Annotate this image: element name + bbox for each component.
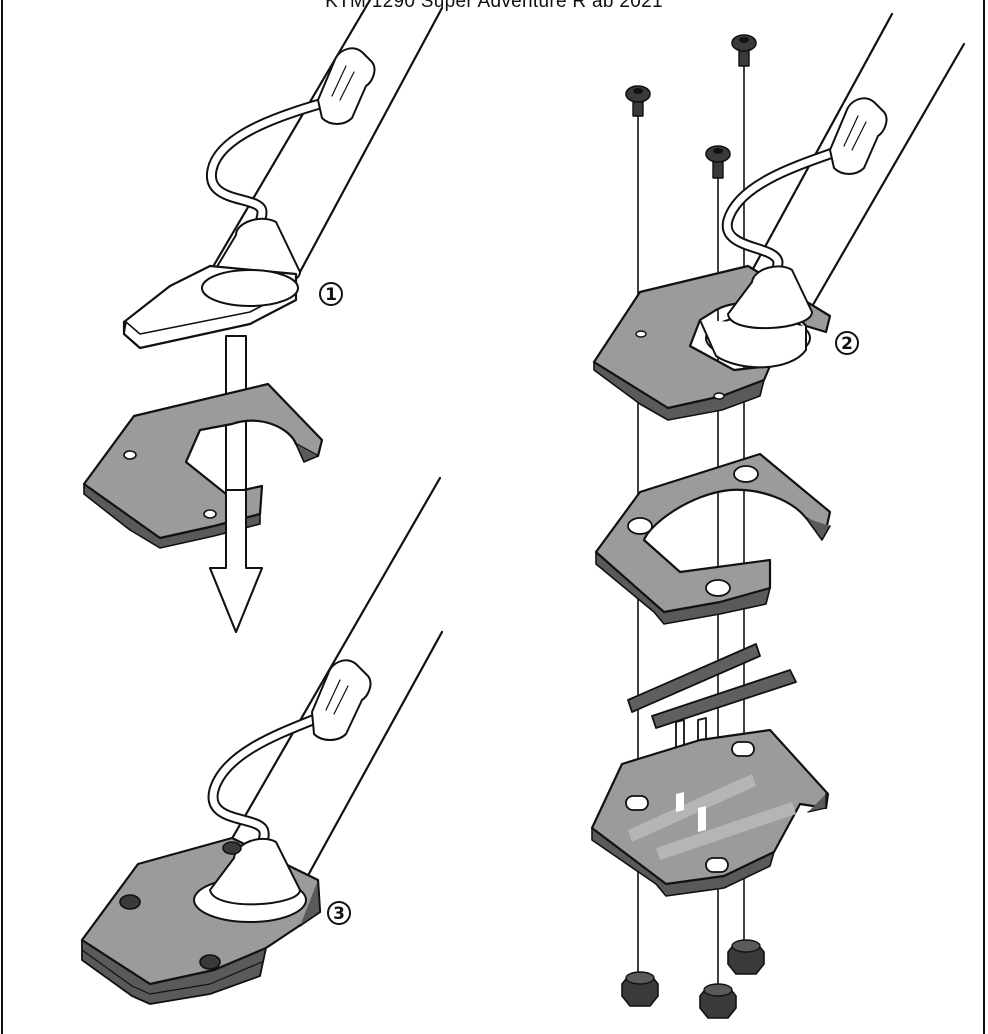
step-2-badge — [835, 331, 859, 355]
nut-icon — [727, 939, 765, 975]
fork-boot-3 — [209, 837, 301, 906]
nut-icon — [699, 983, 737, 1019]
step-1-badge — [319, 282, 343, 306]
screw-icon — [731, 34, 757, 67]
screw-head-icon — [119, 841, 242, 970]
step-3-label: 3 — [333, 904, 345, 924]
cable-clip-icon — [317, 47, 376, 125]
cable-clip-icon — [829, 97, 888, 175]
diagram-title: KTM 1290 Super Adventure R ab 2021 — [325, 0, 663, 12]
fork-leg-1 — [212, 0, 444, 274]
step-1-label: 1 — [325, 285, 337, 305]
nut-icon — [621, 971, 659, 1007]
tape-shadow-2 — [656, 802, 796, 860]
step-2-group: 2 — [590, 12, 966, 1019]
step-2-label: 2 — [841, 334, 853, 354]
fork-boot-2 — [727, 265, 813, 330]
cable-clip-icon — [311, 659, 372, 741]
arrow-shaft-front — [209, 489, 263, 633]
adhesive-tape-strips — [627, 643, 797, 729]
extension-plate-bottom — [590, 728, 830, 897]
extension-plate-1 — [82, 382, 324, 549]
screw-icon — [625, 85, 651, 117]
extension-plate-middle — [594, 452, 832, 625]
step-3-badge — [327, 901, 351, 925]
brake-cable-1 — [206, 92, 346, 246]
step-1-group: 1 — [82, 0, 444, 633]
screw-icon — [705, 145, 731, 179]
step-3-group: 3 — [80, 476, 444, 1005]
tape-shadow-1 — [628, 774, 756, 842]
original-stand-foot — [122, 264, 299, 350]
fork-leg-3 — [228, 476, 444, 892]
